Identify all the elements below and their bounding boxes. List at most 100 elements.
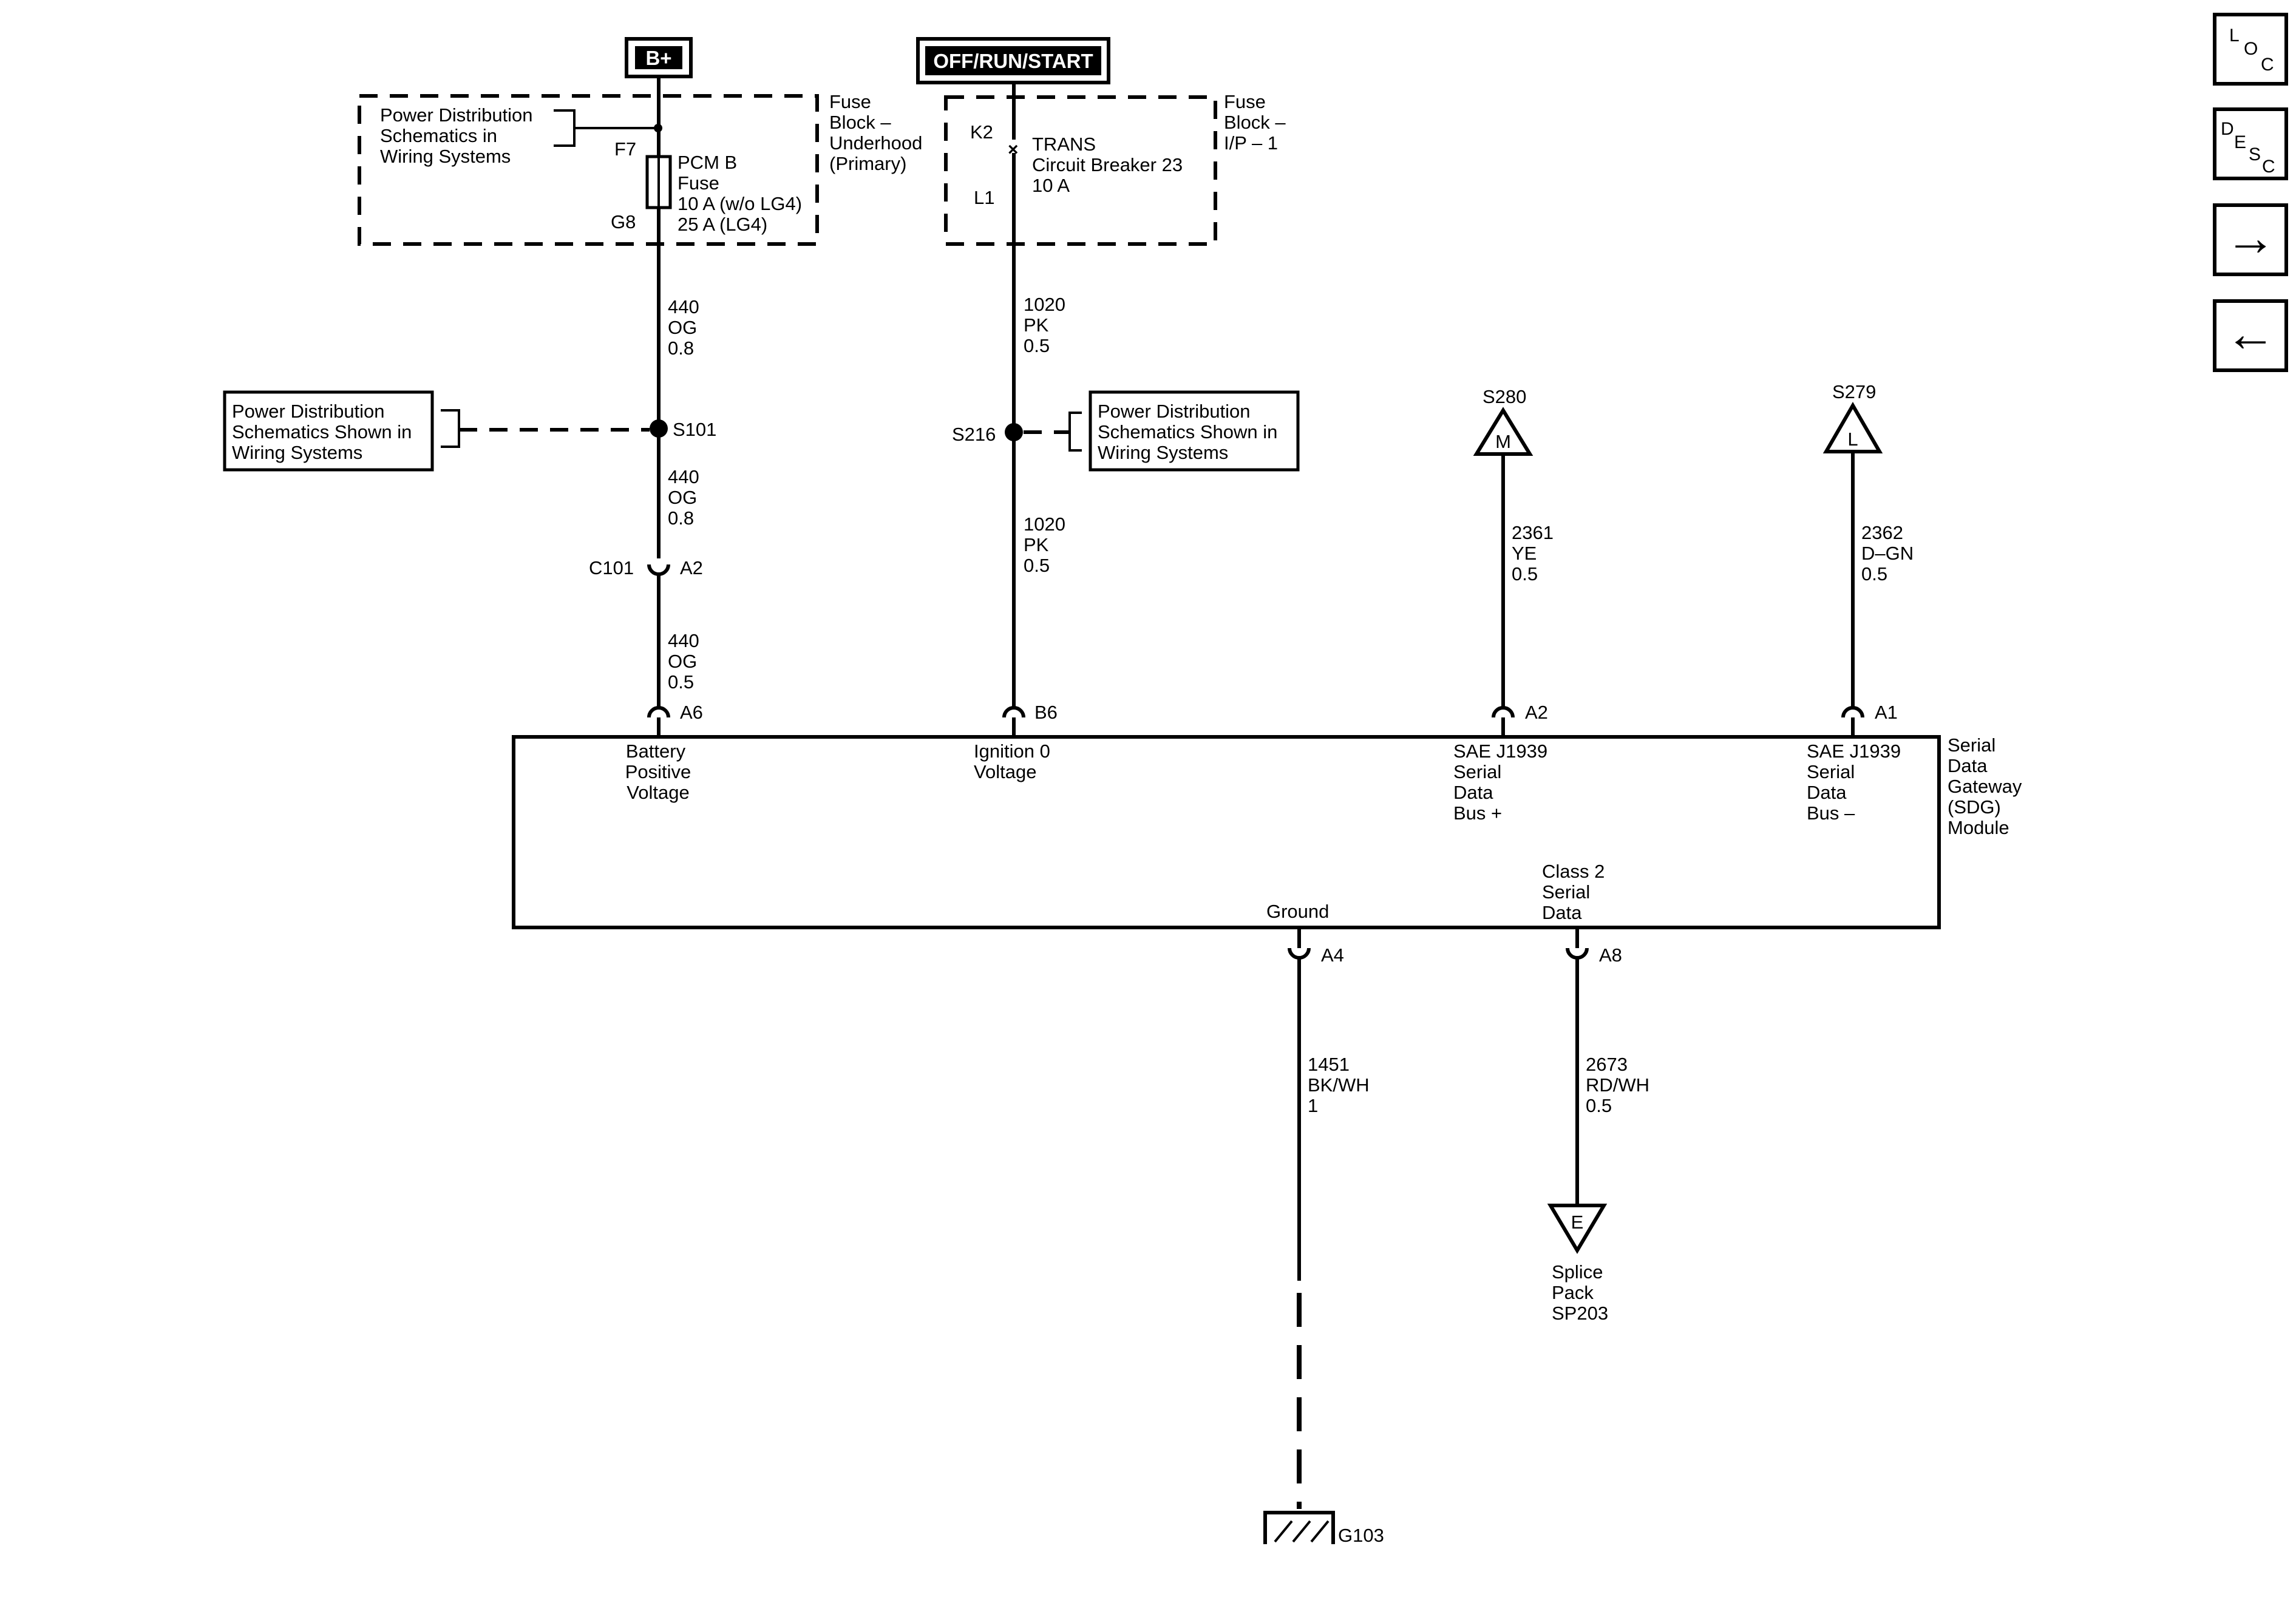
ground-g103-icon: [1263, 1511, 1335, 1544]
splice-pack-label-2: Pack: [1552, 1282, 1594, 1303]
ignition-voltage-label-1: Ignition 0: [974, 741, 1050, 762]
ignition-voltage-label-2: Voltage: [974, 761, 1036, 782]
wire-1020-b-size: 0.5: [1024, 555, 1050, 576]
j1939-minus-label-3: Data: [1807, 782, 1847, 803]
desc-letter-s: S: [2249, 144, 2261, 164]
desc-letter-c: C: [2262, 157, 2275, 177]
power-ref-left-line-1: Power Distribution: [232, 401, 385, 422]
j1939-plus-label-1: SAE J1939: [1453, 741, 1547, 762]
ignition-source-label: OFF/RUN/START: [933, 50, 1093, 72]
splice-pack-label-3: SP203: [1552, 1303, 1608, 1324]
breaker-label-1: TRANS: [1032, 134, 1096, 155]
connector-c101: C101 A2: [589, 546, 703, 590]
loc-letter-l: L: [2229, 25, 2240, 46]
battery-positive-label-3: Voltage: [627, 782, 689, 803]
splice-pack-label-1: Splice: [1552, 1261, 1603, 1283]
wire-440-segment-3: 440 OG 0.5: [668, 630, 699, 693]
splice-s216: S216: [952, 423, 1023, 445]
ground-g103-label: G103: [1338, 1525, 1384, 1546]
prev-page-button[interactable]: ←: [2213, 299, 2288, 372]
wire-2361-size: 0.5: [1512, 563, 1538, 585]
wire-440-segment-1: 440 OG 0.8: [668, 296, 699, 359]
connector-c101-label: C101: [589, 557, 634, 578]
power-ref-right-line-1: Power Distribution: [1098, 401, 1251, 422]
wire-440-c-color: OG: [668, 651, 697, 672]
j1939-minus-label-4: Bus –: [1807, 802, 1855, 824]
wire-2362-size: 0.5: [1861, 563, 1887, 585]
power-distribution-ref-right: Power Distribution Schematics Shown in W…: [1024, 390, 1300, 472]
connector-c101-pin: A2: [680, 557, 703, 578]
loc-button[interactable]: L O C: [2213, 13, 2288, 86]
wire-2361-number: 2361: [1512, 522, 1554, 543]
loc-letter-c: C: [2261, 55, 2274, 75]
fuse-pin-g8: G8: [611, 211, 636, 232]
power-distribution-ref-left: Power Distribution Schematics Shown in W…: [223, 390, 650, 472]
splice-s216-label: S216: [952, 424, 996, 445]
underhood-ref-line-2: Schematics in: [380, 125, 497, 146]
splice-pack-letter: E: [1571, 1212, 1584, 1233]
power-ref-left-line-2: Schematics Shown in: [232, 421, 412, 442]
sdg-module: Serial Data Gateway (SDG) Module A6 B6 A…: [512, 702, 2022, 966]
fuse-block-ip-label-3: I/P – 1: [1224, 132, 1278, 154]
module-pin-a2: A2: [1525, 702, 1548, 723]
fuse-block-underhood-label-1: Fuse: [829, 91, 871, 112]
wire-440-a-size: 0.8: [668, 337, 694, 359]
breaker-x-icon: ×: [1008, 140, 1019, 160]
wire-440-c-size: 0.5: [668, 671, 694, 693]
desc-letter-d: D: [2221, 119, 2234, 139]
underhood-ref-line-1: Power Distribution: [380, 104, 533, 126]
loc-letter-o: O: [2244, 39, 2258, 59]
wire-2361-color: YE: [1512, 543, 1537, 564]
power-ref-right-line-2: Schematics Shown in: [1098, 421, 1277, 442]
class2-label-1: Class 2: [1542, 861, 1605, 882]
ground-pin-label: Ground: [1266, 901, 1329, 922]
wire-1020-b-number: 1020: [1024, 514, 1065, 535]
wire-1451-number: 1451: [1308, 1054, 1350, 1075]
wire-1020-segment-1: 1020 PK 0.5: [1024, 294, 1065, 356]
class2-label-3: Data: [1542, 902, 1582, 923]
offpage-s279-name: S279: [1832, 381, 1876, 402]
fuse-block-underhood-label-3: Underhood: [829, 132, 922, 154]
ignition-source: OFF/RUN/START: [916, 37, 1110, 84]
desc-letter-e: E: [2234, 132, 2246, 152]
fuse-block-underhood: Fuse Block – Underhood (Primary) Power D…: [358, 91, 922, 246]
wire-440-b-number: 440: [668, 466, 699, 487]
offpage-s279-letter: L: [1847, 429, 1858, 450]
underhood-ref-line-3: Wiring Systems: [380, 146, 511, 167]
fuse-block-underhood-label-2: Block –: [829, 112, 891, 133]
fuse-block-ip: Fuse Block – I/P – 1 K2 L1 × TRANS Circu…: [944, 83, 1286, 246]
wire-2362-color: D–GN: [1861, 543, 1914, 564]
splice-s101-label: S101: [673, 419, 716, 440]
wire-1020-a-number: 1020: [1024, 294, 1065, 315]
wire-440-segment-2: 440 OG 0.8: [668, 466, 699, 529]
module-name-3: Gateway: [1948, 776, 2022, 797]
next-page-button[interactable]: →: [2213, 203, 2288, 276]
offpage-s280-name: S280: [1483, 386, 1526, 407]
wire-440-a-number: 440: [668, 296, 699, 317]
breaker-pin-k2: K2: [970, 121, 993, 143]
j1939-minus-label-1: SAE J1939: [1807, 741, 1901, 762]
battery-positive-label-1: Battery: [626, 741, 686, 762]
wire-440-a-color: OG: [668, 317, 697, 338]
power-ref-right-line-3: Wiring Systems: [1098, 442, 1228, 463]
wire-2673-size: 0.5: [1586, 1095, 1612, 1116]
power-ref-left-line-3: Wiring Systems: [232, 442, 362, 463]
fuse-label-2: Fuse: [678, 172, 719, 194]
module-name-2: Data: [1948, 755, 1988, 776]
battery-positive-label-2: Positive: [625, 761, 691, 782]
module-name-1: Serial: [1948, 734, 1995, 756]
j1939-plus-label-3: Data: [1453, 782, 1493, 803]
wire-440-c-number: 440: [668, 630, 699, 651]
wire-440-b-size: 0.8: [668, 507, 694, 529]
fuse-label-4: 25 A (LG4): [678, 214, 767, 235]
module-pin-a4: A4: [1321, 944, 1344, 966]
module-pin-a6: A6: [680, 702, 703, 723]
module-pin-a8: A8: [1599, 944, 1622, 966]
offpage-s280: S280 M 2361 YE 0.5: [1473, 386, 1554, 708]
fuse-label-1: PCM B: [678, 152, 737, 173]
desc-button[interactable]: D E S C: [2213, 107, 2288, 180]
j1939-minus-label-2: Serial: [1807, 761, 1855, 782]
module-name-4: (SDG): [1948, 796, 2001, 818]
module-pin-b6: B6: [1034, 702, 1058, 723]
